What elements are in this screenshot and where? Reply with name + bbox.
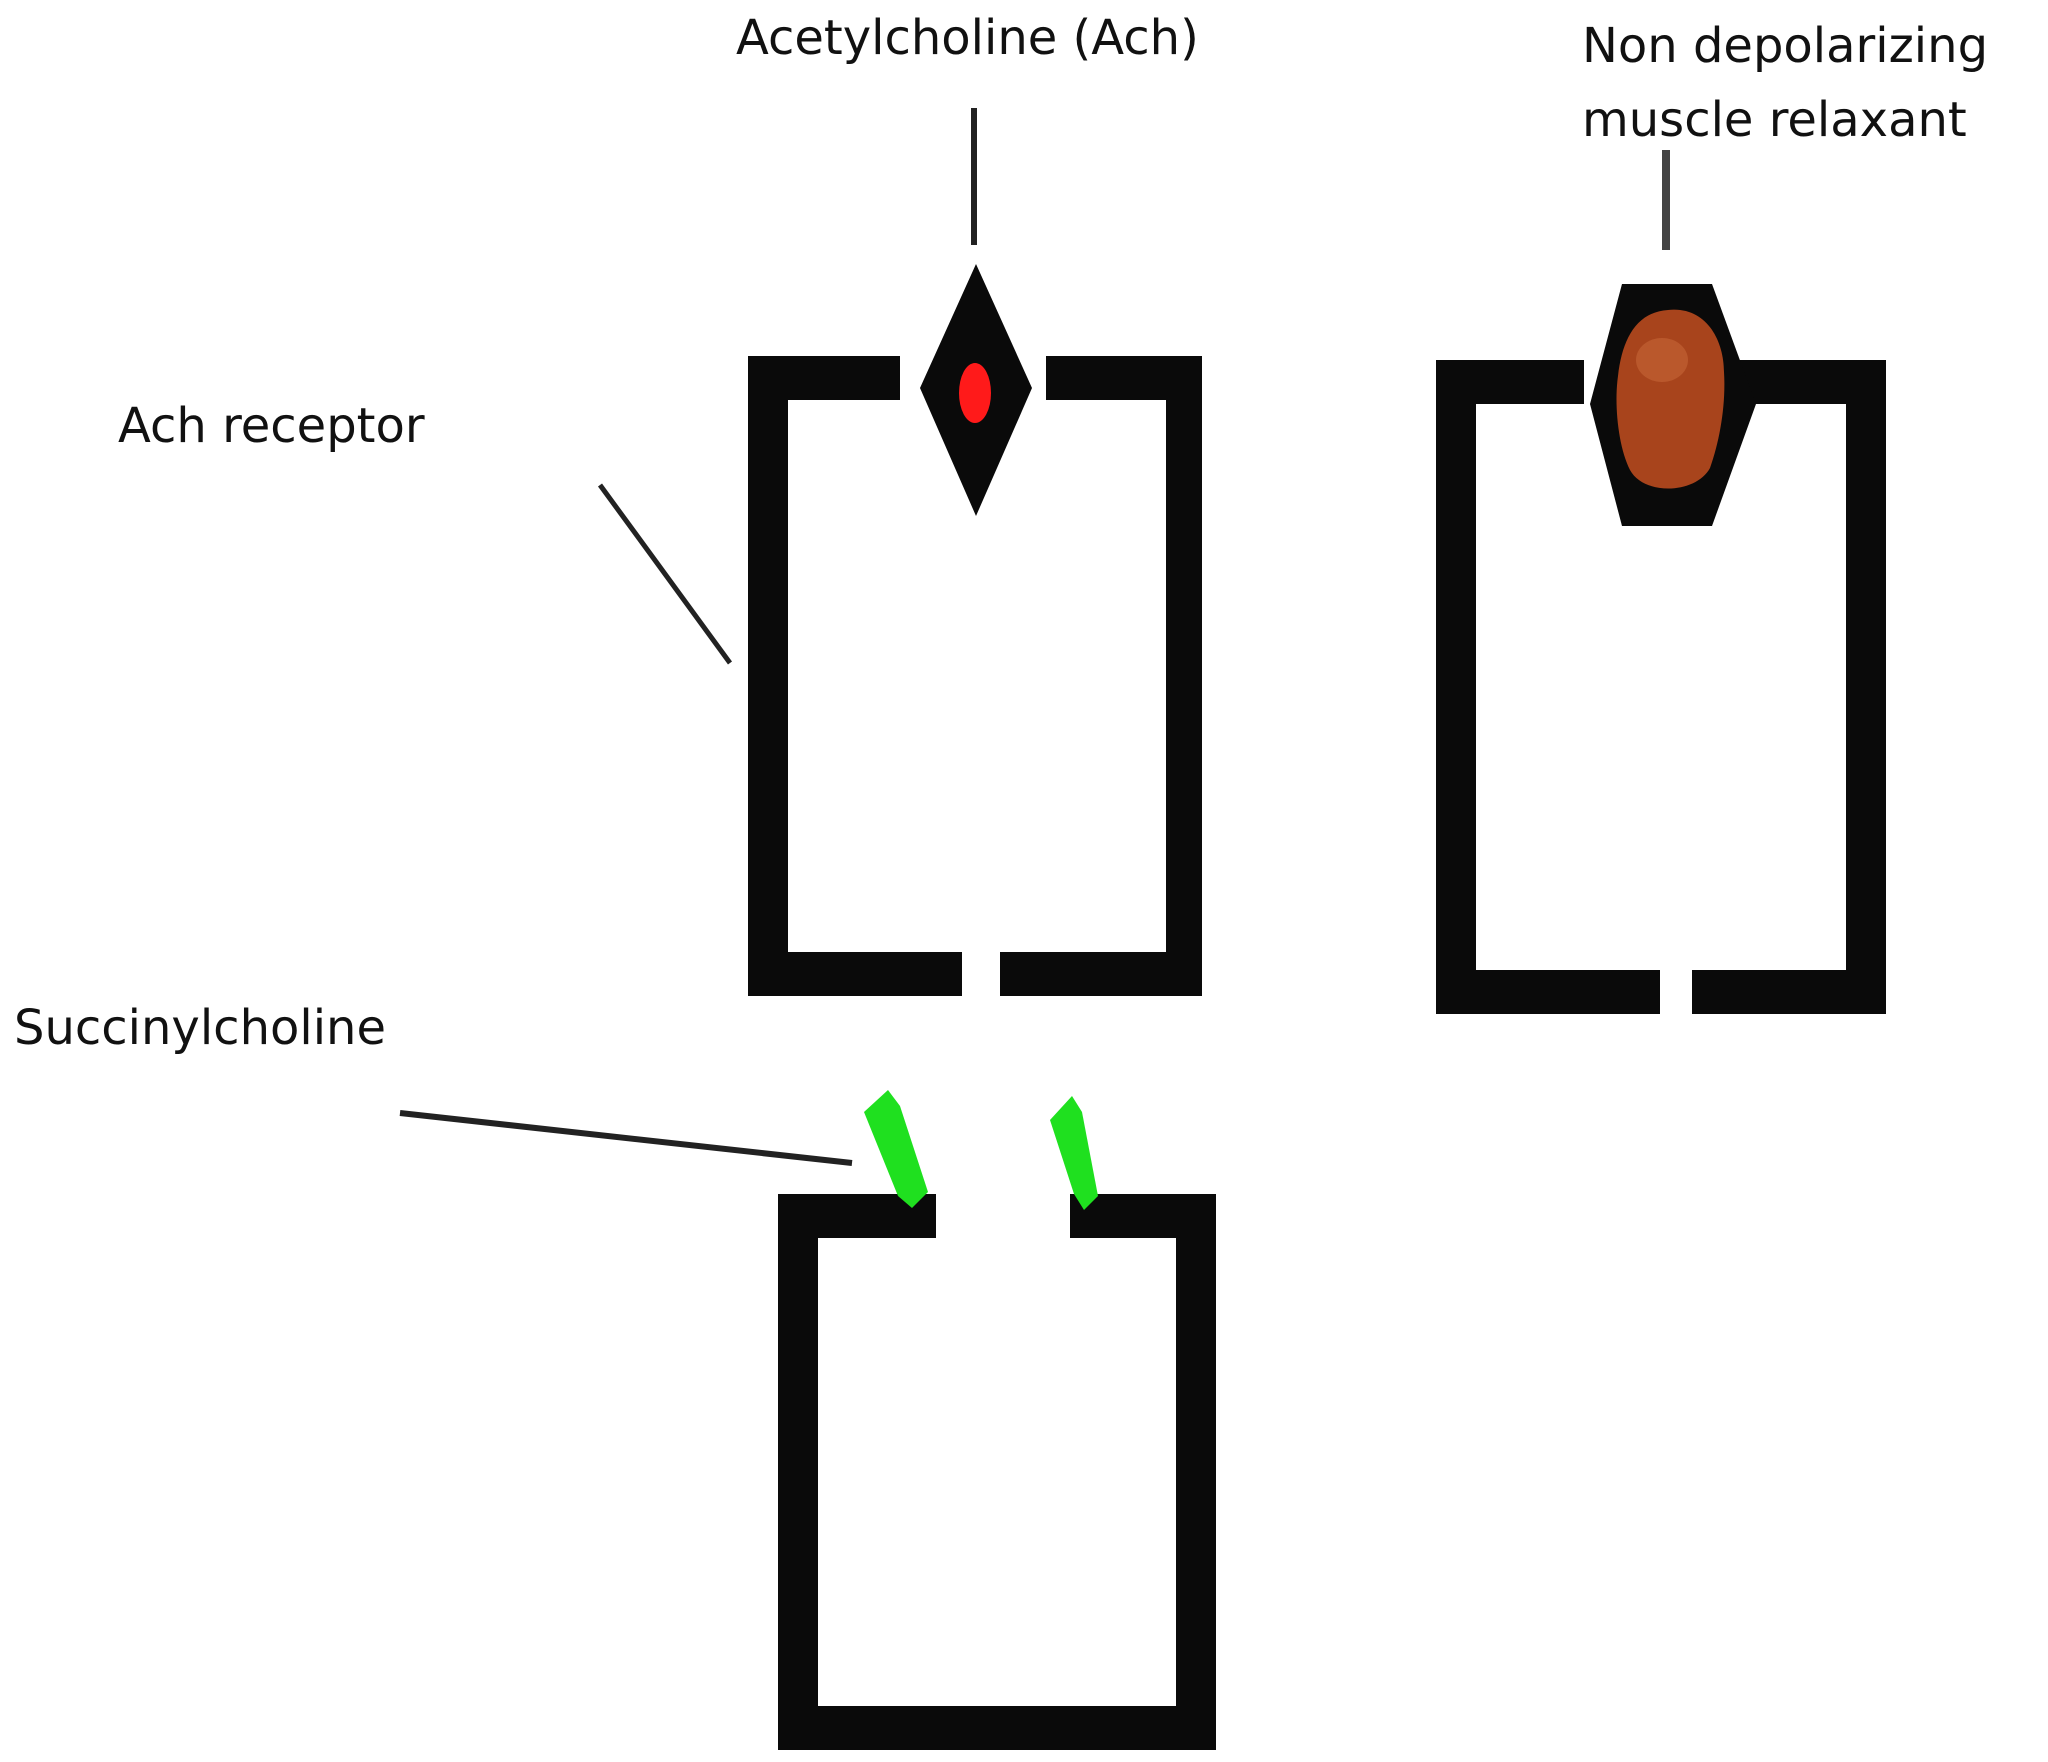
succinylcholine-left-strand (864, 1090, 928, 1208)
nondepolarizing-highlight (1636, 338, 1688, 382)
acetylcholine-molecule (920, 264, 1032, 516)
nondepolarizing-molecule (1590, 284, 1756, 526)
ach-receptor-label: Ach receptor (118, 398, 425, 454)
succinylcholine-label: Succinylcholine (14, 1000, 386, 1056)
receptor-nondepolarizing (1436, 360, 1886, 1014)
succinylcholine-leader-line (399, 1110, 853, 1166)
acetylcholine-label: Acetylcholine (Ach) (736, 10, 1199, 66)
nondepolarizing-blob (1616, 309, 1725, 489)
receptor-succinylcholine (778, 1194, 1216, 1750)
nondepolarizing-label-line2: muscle relaxant (1582, 92, 1967, 148)
succinylcholine-right-strand (1050, 1096, 1098, 1210)
succinylcholine-molecules (864, 1090, 1098, 1210)
ach-receptor-leader-line (597, 483, 733, 665)
nondepolarizing-label-line1: Non depolarizing (1582, 18, 1988, 74)
receptor-acetylcholine (748, 356, 1202, 996)
acetylcholine-core (959, 363, 991, 423)
